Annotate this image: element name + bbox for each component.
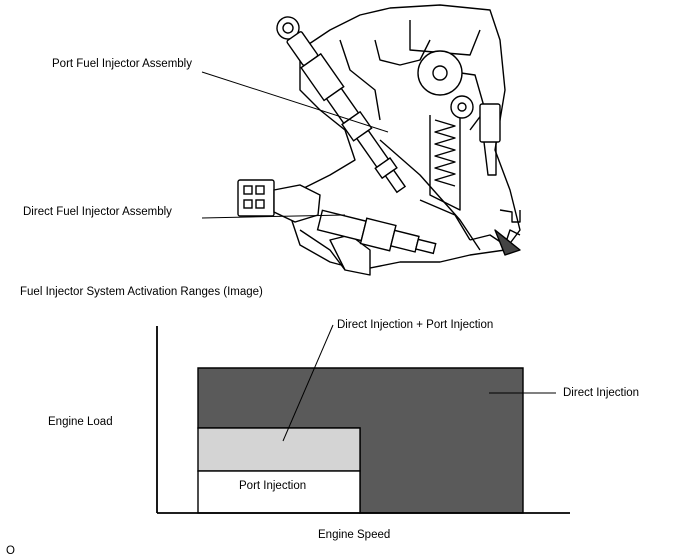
direct-injector-leader [201,214,346,219]
direct-region-label: Direct Injection [563,387,640,399]
y-axis-label: Engine Load [48,416,113,428]
port-injector-leader [201,71,389,133]
port-region-label: Port Injection [239,480,307,492]
figure-id: O [6,545,15,557]
x-axis-label: Engine Speed [318,529,391,541]
direct-injector-label: Direct Fuel Injector Assembly [23,206,172,218]
engine-drawing [289,4,521,276]
port-injector-drawing [276,16,407,194]
port-injector-label: Port Fuel Injector Assembly [52,58,192,70]
graph-title: Fuel Injector System Activation Ranges (… [20,286,263,298]
both-region-label: Direct Injection + Port Injection [337,319,494,331]
direct-injector-drawing [237,179,437,271]
